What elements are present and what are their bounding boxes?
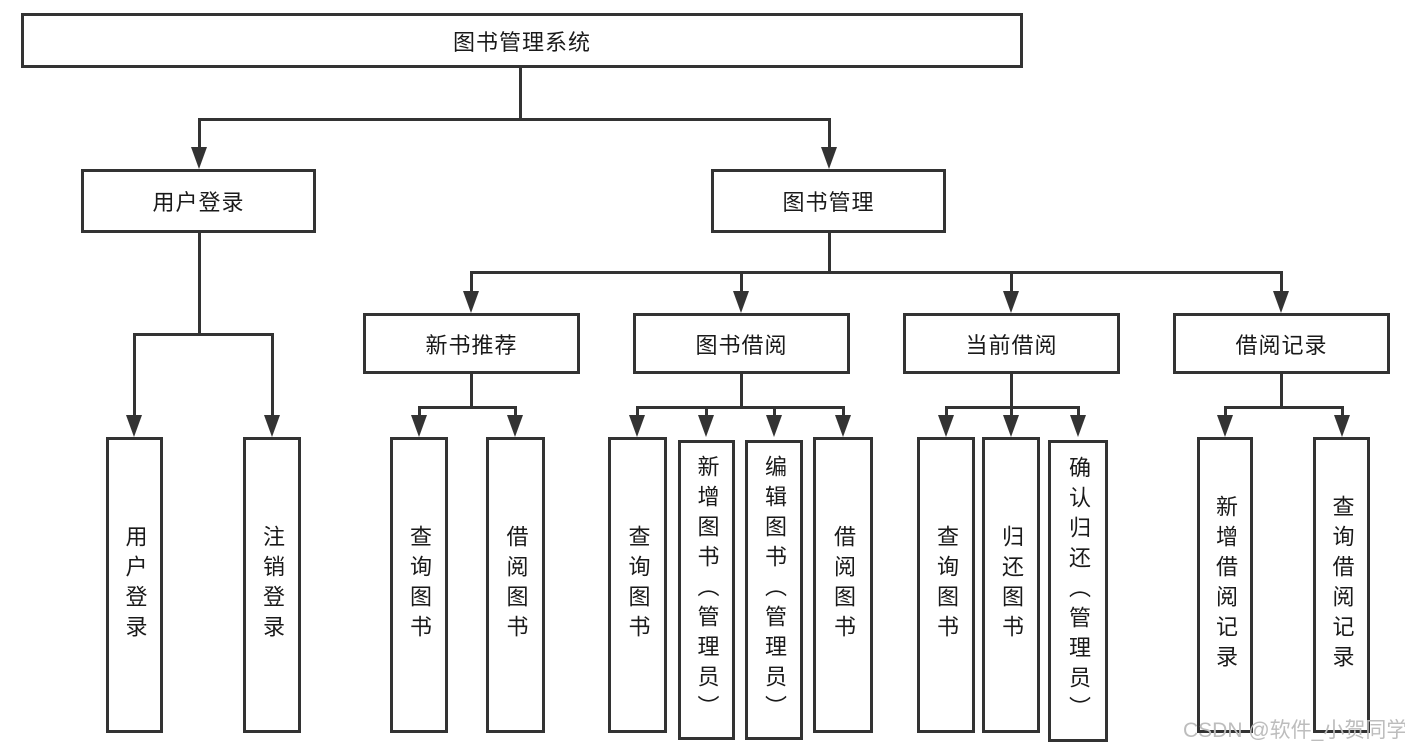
node-label: 图书借阅 xyxy=(695,332,788,358)
node-book-borrow: 图书借阅 xyxy=(633,313,850,374)
arrow-down-icon xyxy=(821,147,837,169)
node-label: 新增借阅记录 xyxy=(1213,495,1238,675)
connector-line xyxy=(773,406,776,418)
leaf-edit-book-admin: 编辑图书（管理员） xyxy=(745,440,803,740)
arrow-down-icon xyxy=(733,291,749,313)
node-label: 查询图书 xyxy=(625,525,651,645)
connector-line xyxy=(1280,271,1283,295)
connector-line xyxy=(1280,374,1283,408)
node-label: 用户登录 xyxy=(122,525,148,645)
arrow-down-icon xyxy=(126,415,142,437)
arrow-down-icon xyxy=(411,415,427,437)
connector-line xyxy=(1341,406,1344,418)
arrow-down-icon xyxy=(191,147,207,169)
node-label: 编辑图书（管理员） xyxy=(762,455,787,725)
leaf-borrow-books: 借阅图书 xyxy=(813,437,873,733)
node-label: 用户登录 xyxy=(152,190,245,215)
node-label: 借阅图书 xyxy=(831,525,856,645)
leaf-borrow-books-recommend: 借阅图书 xyxy=(486,437,545,733)
connector-line xyxy=(740,374,743,408)
connector-line xyxy=(470,374,473,408)
leaf-query-books-current: 查询图书 xyxy=(917,437,975,733)
arrow-down-icon xyxy=(1070,415,1086,437)
connector-line xyxy=(842,406,845,418)
connector-line xyxy=(470,271,1283,274)
arrow-down-icon xyxy=(766,415,782,437)
connector-line xyxy=(740,271,743,295)
leaf-confirm-return-admin: 确认归还（管理员） xyxy=(1048,440,1108,742)
arrow-down-icon xyxy=(835,415,851,437)
connector-line xyxy=(198,118,831,121)
connector-line xyxy=(705,406,708,418)
node-new-book-recommend: 新书推荐 xyxy=(363,313,580,374)
connector-line xyxy=(945,406,948,418)
node-label: 图书管理系统 xyxy=(452,29,591,55)
leaf-logout: 注销登录 xyxy=(243,437,301,733)
node-label: 新书推荐 xyxy=(425,332,518,358)
connector-line xyxy=(514,406,517,418)
arrow-down-icon xyxy=(463,291,479,313)
node-book-management: 图书管理 xyxy=(711,169,946,233)
connector-line xyxy=(1224,406,1344,409)
connector-line xyxy=(470,271,473,295)
connector-line xyxy=(418,406,517,409)
node-label: 查询图书 xyxy=(407,525,432,645)
connector-line xyxy=(198,118,201,150)
connector-line xyxy=(133,333,136,417)
connector-line xyxy=(271,333,274,417)
connector-line xyxy=(636,406,639,418)
leaf-query-borrow-record: 查询借阅记录 xyxy=(1313,437,1370,733)
node-label: 归还图书 xyxy=(999,525,1024,645)
arrow-down-icon xyxy=(1003,291,1019,313)
arrow-down-icon xyxy=(1273,291,1289,313)
arrow-down-icon xyxy=(698,415,714,437)
connector-line xyxy=(198,233,201,335)
node-label: 新增图书（管理员） xyxy=(694,455,720,725)
connector-line xyxy=(1077,406,1080,418)
leaf-query-books-recommend: 查询图书 xyxy=(390,437,448,733)
csdn-watermark: CSDN @软件_小贺同学 xyxy=(1183,719,1405,742)
connector-line xyxy=(418,406,421,418)
leaf-add-borrow-record: 新增借阅记录 xyxy=(1197,437,1253,733)
connector-line xyxy=(133,333,274,336)
leaf-return-book: 归还图书 xyxy=(982,437,1040,733)
node-label: 查询图书 xyxy=(934,525,959,645)
node-user-login: 用户登录 xyxy=(81,169,316,233)
leaf-add-book-admin: 新增图书（管理员） xyxy=(678,440,735,740)
arrow-down-icon xyxy=(264,415,280,437)
leaf-query-books-borrow: 查询图书 xyxy=(608,437,667,733)
node-label: 图书管理 xyxy=(782,190,875,215)
arrow-down-icon xyxy=(629,415,645,437)
connector-line xyxy=(1010,406,1013,418)
arrow-down-icon xyxy=(938,415,954,437)
connector-line xyxy=(1224,406,1227,418)
arrow-down-icon xyxy=(1217,415,1233,437)
node-borrow-records: 借阅记录 xyxy=(1173,313,1390,374)
connector-line xyxy=(828,233,831,274)
connector-line xyxy=(1010,271,1013,295)
connector-line xyxy=(828,118,831,150)
arrow-down-icon xyxy=(507,415,523,437)
node-label: 借阅图书 xyxy=(503,525,529,645)
node-label: 借阅记录 xyxy=(1235,332,1328,358)
connector-line xyxy=(519,68,522,120)
node-label: 查询借阅记录 xyxy=(1329,495,1355,675)
leaf-user-login: 用户登录 xyxy=(106,437,163,733)
node-label: 确认归还（管理员） xyxy=(1066,456,1091,726)
node-current-borrow: 当前借阅 xyxy=(903,313,1120,374)
arrow-down-icon xyxy=(1334,415,1350,437)
node-label: 注销登录 xyxy=(260,525,285,645)
node-label: 当前借阅 xyxy=(965,332,1058,358)
connector-line xyxy=(636,406,845,409)
arrow-down-icon xyxy=(1003,415,1019,437)
node-root-library-system: 图书管理系统 xyxy=(21,13,1023,68)
connector-line xyxy=(1010,374,1013,408)
